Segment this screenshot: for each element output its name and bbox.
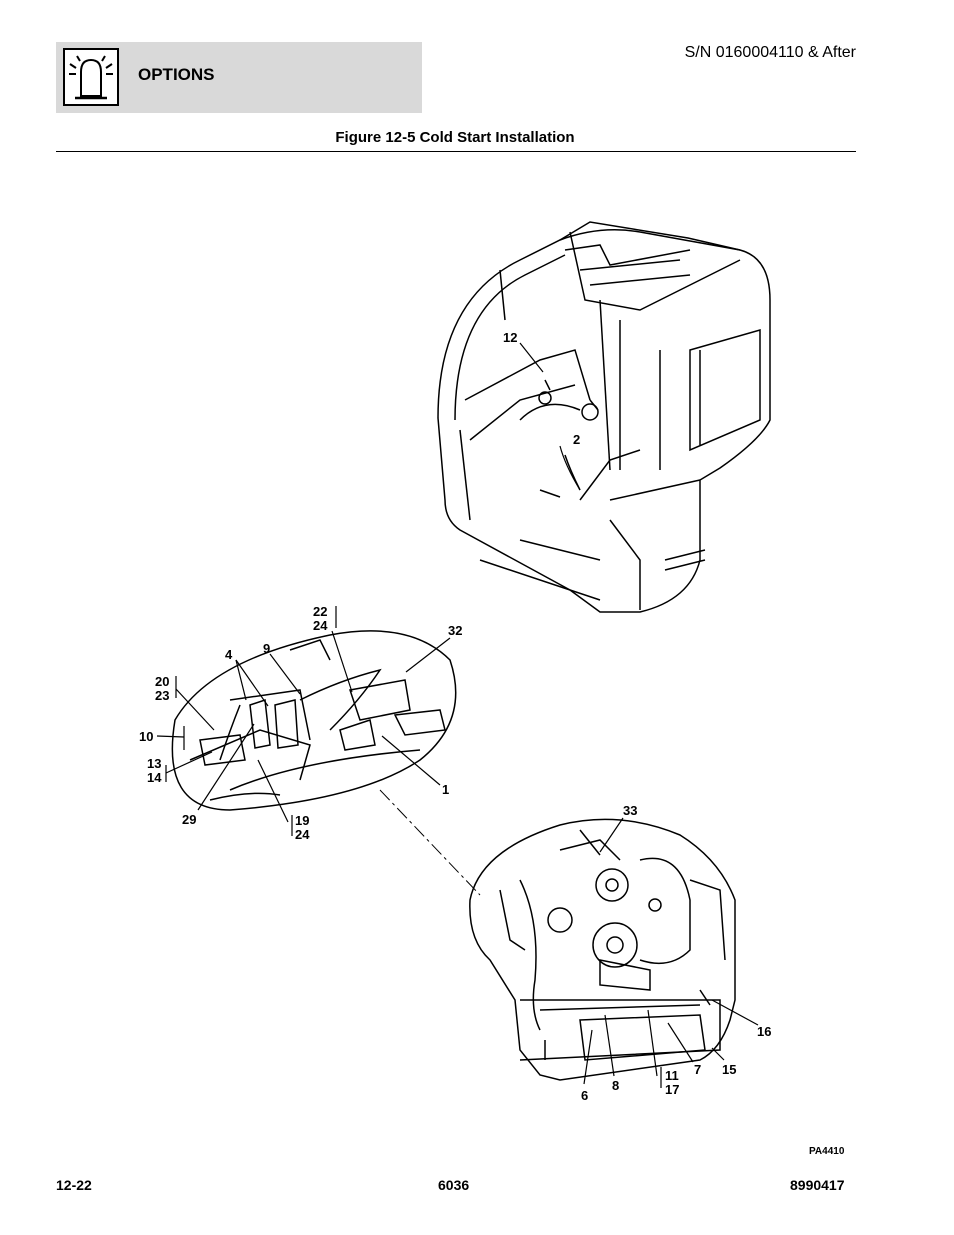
beacon-light-icon <box>63 48 119 106</box>
callout-17: 17 <box>665 1082 680 1097</box>
callout-32: 32 <box>448 623 463 638</box>
callout-4: 4 <box>225 647 233 662</box>
callout-8: 8 <box>612 1078 620 1093</box>
callout-20: 20 <box>155 674 170 689</box>
callout-24-top: 24 <box>313 618 328 633</box>
document-number: 8990417 <box>790 1177 845 1193</box>
callout-23: 23 <box>155 688 170 703</box>
callout-16: 16 <box>757 1024 772 1039</box>
callout-6: 6 <box>581 1088 589 1103</box>
callout-12: 12 <box>503 330 518 345</box>
callout-1: 1 <box>442 782 450 797</box>
callout-7: 7 <box>694 1062 702 1077</box>
callout-19: 19 <box>295 813 310 828</box>
callout-2: 2 <box>573 432 581 447</box>
callout-24-bottom: 24 <box>295 827 310 842</box>
cab-drawing <box>437 221 771 613</box>
section-title: OPTIONS <box>138 65 215 84</box>
callout-10: 10 <box>139 729 154 744</box>
callout-11: 11 <box>665 1068 679 1083</box>
callout-9: 9 <box>263 641 271 656</box>
figure-id: PA4410 <box>809 1146 845 1157</box>
callout-13: 13 <box>147 756 162 771</box>
callout-15: 15 <box>722 1062 737 1077</box>
callout-33: 33 <box>623 803 638 818</box>
engine-bay-detail <box>171 630 457 811</box>
callout-29: 29 <box>182 812 197 827</box>
model-number: 6036 <box>438 1177 470 1193</box>
header-rule <box>56 151 856 152</box>
callout-22: 22 <box>313 604 328 619</box>
engine-drawing <box>469 818 736 1081</box>
serial-number: S/N 0160004110 & After <box>684 44 856 61</box>
figure-title: Figure 12-5 Cold Start Installation <box>335 129 575 146</box>
page-number: 12-22 <box>56 1177 92 1193</box>
callout-14: 14 <box>147 770 162 785</box>
